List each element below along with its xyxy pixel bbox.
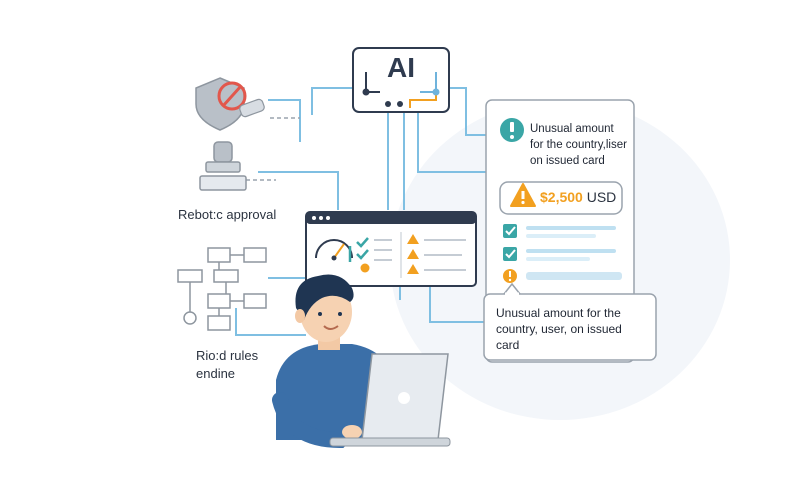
laptop-icon	[329, 353, 451, 447]
connector-ai-card	[417, 112, 500, 173]
alert-text-line: on issued card	[530, 155, 605, 167]
connector-dash-rules	[235, 308, 306, 336]
callout-text-line: country, user, on issued	[496, 322, 622, 336]
amount-value: $2,500 USD	[540, 189, 616, 205]
rules-engine-label-line1: Rio:d rules	[196, 348, 259, 363]
rules-flowchart-icon	[177, 247, 267, 331]
amount-currency: USD	[586, 189, 617, 205]
amount-number: $2,500	[540, 189, 583, 205]
alert-text: Unusual amount for the country,liser on …	[530, 121, 627, 169]
callout-text: Unusual amount for the country, user, on…	[496, 305, 622, 353]
check-icon	[356, 237, 369, 248]
dashed-connectors	[246, 117, 300, 181]
connector-stamp	[258, 171, 339, 210]
rules-engine-label-line2: endine	[196, 366, 236, 381]
connector-ai-left	[311, 87, 354, 115]
shield-prohibited-icon	[195, 77, 265, 131]
ai-label: AI	[387, 52, 415, 83]
ai-box	[352, 47, 450, 113]
connector-shield	[268, 99, 301, 142]
alert-text-line: Unusual amount	[530, 123, 614, 135]
callout-text-line: Unusual amount for the	[496, 306, 621, 320]
hair	[295, 274, 354, 320]
dashboard-window	[305, 211, 477, 287]
callout-text-line: card	[496, 338, 520, 352]
warning-icon	[407, 234, 419, 274]
robotic-approval-label: Rebot:c approval	[178, 207, 277, 222]
callout-bubble	[483, 282, 657, 361]
alert-text-line: for the country,liser	[530, 139, 627, 151]
connector-dash-callout	[429, 285, 484, 323]
connector-lines	[235, 87, 505, 336]
stamp-icon	[199, 141, 247, 191]
